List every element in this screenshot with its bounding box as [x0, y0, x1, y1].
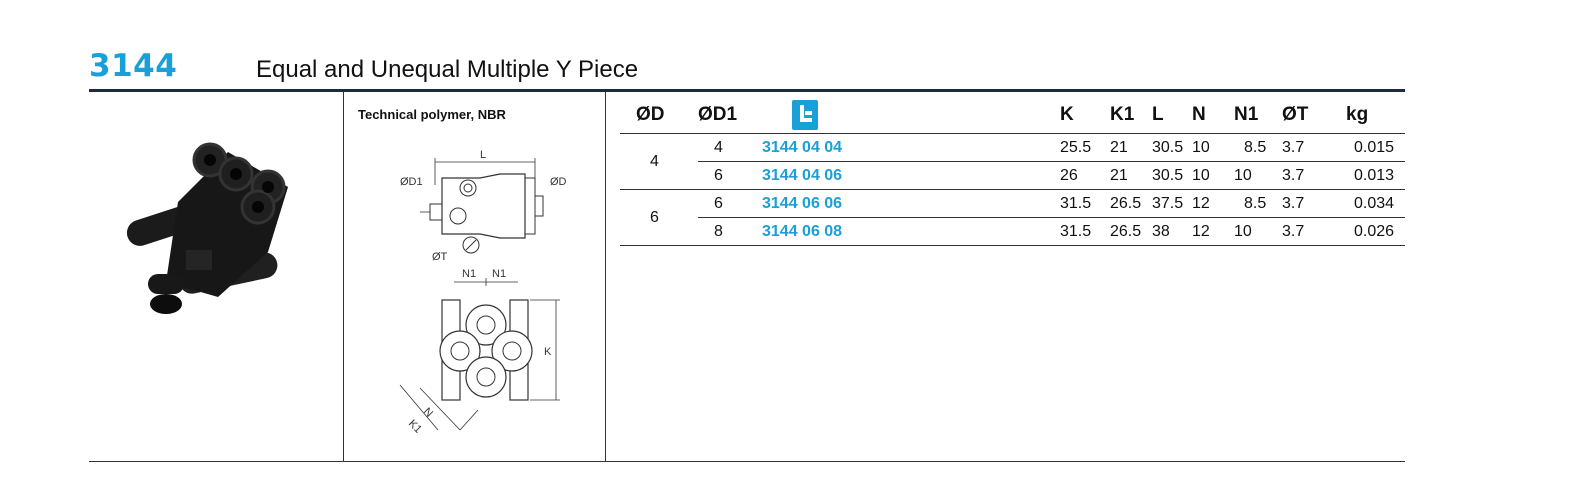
col-header-d1: ØD1	[698, 104, 738, 125]
cell-d1: 6	[698, 189, 762, 218]
cell-l: 37.5	[1152, 189, 1192, 218]
col-header-article	[762, 97, 912, 134]
material-label: Technical polymer, NBR	[358, 107, 506, 122]
cell-k: 31.5	[1060, 189, 1110, 218]
product-title: Equal and Unequal Multiple Y Piece	[256, 56, 639, 83]
table-row: 6 3144 04 06 26 21 30.5 10 10 3.7 0.013	[620, 161, 1405, 190]
cell-d: 6	[620, 189, 698, 246]
col-header-kg: kg	[1346, 104, 1369, 125]
cell-t: 3.7	[1282, 189, 1328, 218]
header-rule	[89, 89, 1405, 92]
dim-k-label: K	[544, 346, 552, 358]
cell-article: 3144 04 04	[762, 133, 912, 162]
cell-d1: 6	[698, 161, 762, 190]
cell-l: 30.5	[1152, 133, 1192, 162]
cell-kg: 0.034	[1328, 189, 1405, 218]
spec-table: ØD ØD1 K K1 L N N1 ØT kg 4 4 3144 04 04	[620, 97, 1405, 247]
cell-n: 10	[1192, 133, 1234, 162]
cell-d: 4	[620, 133, 698, 190]
col-header-k: K	[1060, 104, 1074, 125]
cell-k1: 26.5	[1110, 189, 1152, 218]
dim-t-label: ØT	[432, 251, 448, 263]
table-row: 6 6 3144 06 06 31.5 26.5 37.5 12 8.5 3.7…	[620, 189, 1405, 246]
cell-d1: 4	[698, 133, 762, 162]
cell-d1: 8	[698, 217, 762, 246]
cell-t: 3.7	[1282, 161, 1328, 190]
part-number-icon	[792, 100, 818, 130]
cell-n: 12	[1192, 189, 1234, 218]
col-header-k1: K1	[1110, 104, 1135, 125]
col-header-n: N	[1192, 104, 1206, 125]
cell-n1: 8.5	[1234, 189, 1282, 218]
col-header-n1: N1	[1234, 104, 1259, 125]
cell-t: 3.7	[1282, 217, 1328, 246]
cell-k1: 26.5	[1110, 217, 1152, 246]
col-header-d: ØD	[636, 104, 665, 125]
cell-k: 26	[1060, 161, 1110, 190]
col-header-t: ØT	[1282, 104, 1309, 125]
cell-n1: 10	[1234, 217, 1282, 246]
technical-drawing: L ØD1 ØD ØT N1 N1 K N K1	[399, 149, 567, 436]
dim-l-label: L	[480, 149, 486, 161]
cell-n1: 10	[1234, 161, 1282, 190]
cell-k1: 21	[1110, 161, 1152, 190]
cell-kg: 0.013	[1328, 161, 1405, 190]
table-row: 8 3144 06 08 31.5 26.5 38 12 10 3.7 0.02…	[620, 217, 1405, 246]
cell-kg: 0.026	[1328, 217, 1405, 246]
table-header-row: ØD ØD1 K K1 L N N1 ØT kg	[620, 97, 1405, 134]
cell-l: 30.5	[1152, 161, 1192, 190]
footer-rule	[89, 461, 1405, 462]
dim-n1-label: N1	[462, 268, 476, 280]
col-header-l: L	[1152, 104, 1164, 125]
cell-article: 3144 04 06	[762, 161, 912, 190]
dim-d1-label: ØD1	[400, 176, 423, 188]
dim-k1-label: K1	[406, 418, 424, 436]
cell-k: 31.5	[1060, 217, 1110, 246]
table-row: 4 4 3144 04 04 25.5 21 30.5 10 8.5 3.7 0…	[620, 133, 1405, 190]
cell-k1: 21	[1110, 133, 1152, 162]
cell-l: 38	[1152, 217, 1192, 246]
product-photo	[126, 142, 288, 314]
cell-article: 3144 06 08	[762, 217, 912, 246]
cell-n: 10	[1192, 161, 1234, 190]
column-divider	[605, 92, 606, 462]
cell-kg: 0.015	[1328, 133, 1405, 162]
dim-n-label: N	[421, 406, 435, 420]
cell-article: 3144 06 06	[762, 189, 912, 218]
cell-n1: 8.5	[1234, 133, 1282, 162]
product-code: 3144	[89, 48, 178, 84]
cell-n: 12	[1192, 217, 1234, 246]
cell-k: 25.5	[1060, 133, 1110, 162]
cell-t: 3.7	[1282, 133, 1328, 162]
dim-n1-label: N1	[492, 268, 506, 280]
dim-d-label: ØD	[550, 176, 567, 188]
column-divider	[343, 92, 344, 462]
